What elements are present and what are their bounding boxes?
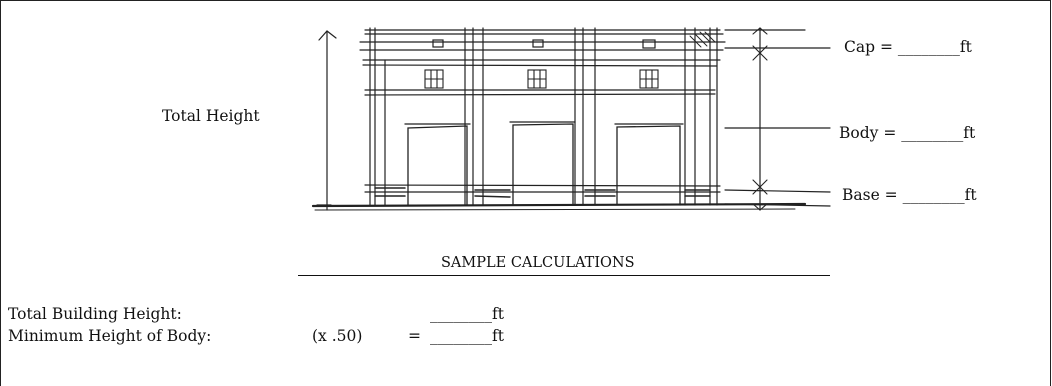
total-building-height-value: ________ft [430,305,504,323]
building-facade-sketch [311,27,831,211]
minimum-body-factor: (x .50) [312,327,363,345]
minimum-body-equals: = [408,327,421,345]
cap-field: Cap = ________ft [844,38,972,56]
minimum-body-value: ________ft [430,327,504,345]
sample-calculations-heading: SAMPLE CALCULATIONS [441,255,635,271]
total-height-label: Total Height [162,107,260,125]
body-field: Body = ________ft [839,124,976,142]
heading-underline [298,275,830,276]
base-field: Base = ________ft [842,186,977,204]
minimum-body-label: Minimum Height of Body: [8,327,212,345]
total-building-height-label: Total Building Height: [8,305,182,323]
